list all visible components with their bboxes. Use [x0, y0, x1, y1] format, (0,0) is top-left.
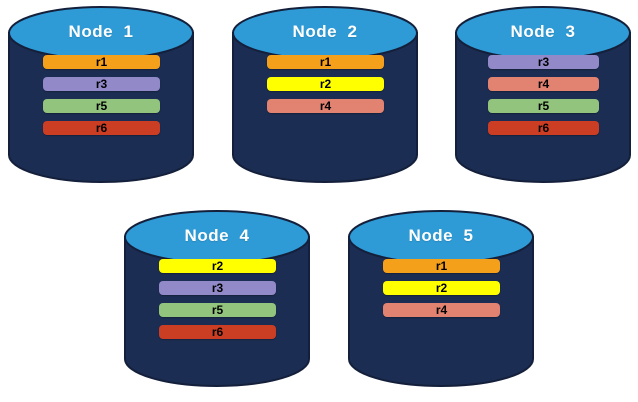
record-bar[interactable]: r4 [267, 99, 384, 113]
node-5-record-list: r1 r2 r4 [383, 259, 500, 317]
node-3-record-list: r3 r4 r5 r6 [488, 55, 599, 135]
node-1[interactable]: Node 1 r1 r3 r5 r6 [8, 6, 194, 188]
node-3[interactable]: Node 3 r3 r4 r5 r6 [455, 6, 631, 188]
node-2-title: Node 2 [292, 22, 358, 41]
node-1-record-list: r1 r3 r5 r6 [43, 55, 160, 135]
record-bar[interactable]: r5 [43, 99, 160, 113]
record-bar[interactable]: r1 [43, 55, 160, 69]
record-bar[interactable]: r1 [383, 259, 500, 273]
record-bar[interactable]: r3 [43, 77, 160, 91]
node-4[interactable]: Node 4 r2 r3 r5 r6 [124, 210, 310, 392]
node-3-title: Node 3 [510, 22, 576, 41]
node-5-title: Node 5 [408, 226, 474, 245]
node-4-record-list: r2 r3 r5 r6 [159, 259, 276, 339]
record-bar[interactable]: r2 [267, 77, 384, 91]
record-bar[interactable]: r5 [159, 303, 276, 317]
node-5[interactable]: Node 5 r1 r2 r4 [348, 210, 534, 392]
record-bar[interactable]: r2 [383, 281, 500, 295]
record-bar[interactable]: r3 [488, 55, 599, 69]
node-2-record-list: r1 r2 r4 [267, 55, 384, 113]
record-bar[interactable]: r5 [488, 99, 599, 113]
record-bar[interactable]: r6 [43, 121, 160, 135]
record-bar[interactable]: r6 [488, 121, 599, 135]
node-1-title: Node 1 [68, 22, 134, 41]
record-bar[interactable]: r6 [159, 325, 276, 339]
record-bar[interactable]: r4 [488, 77, 599, 91]
node-2[interactable]: Node 2 r1 r2 r4 [232, 6, 418, 188]
node-4-title: Node 4 [184, 226, 250, 245]
record-bar[interactable]: r4 [383, 303, 500, 317]
record-bar[interactable]: r2 [159, 259, 276, 273]
record-bar[interactable]: r1 [267, 55, 384, 69]
record-bar[interactable]: r3 [159, 281, 276, 295]
